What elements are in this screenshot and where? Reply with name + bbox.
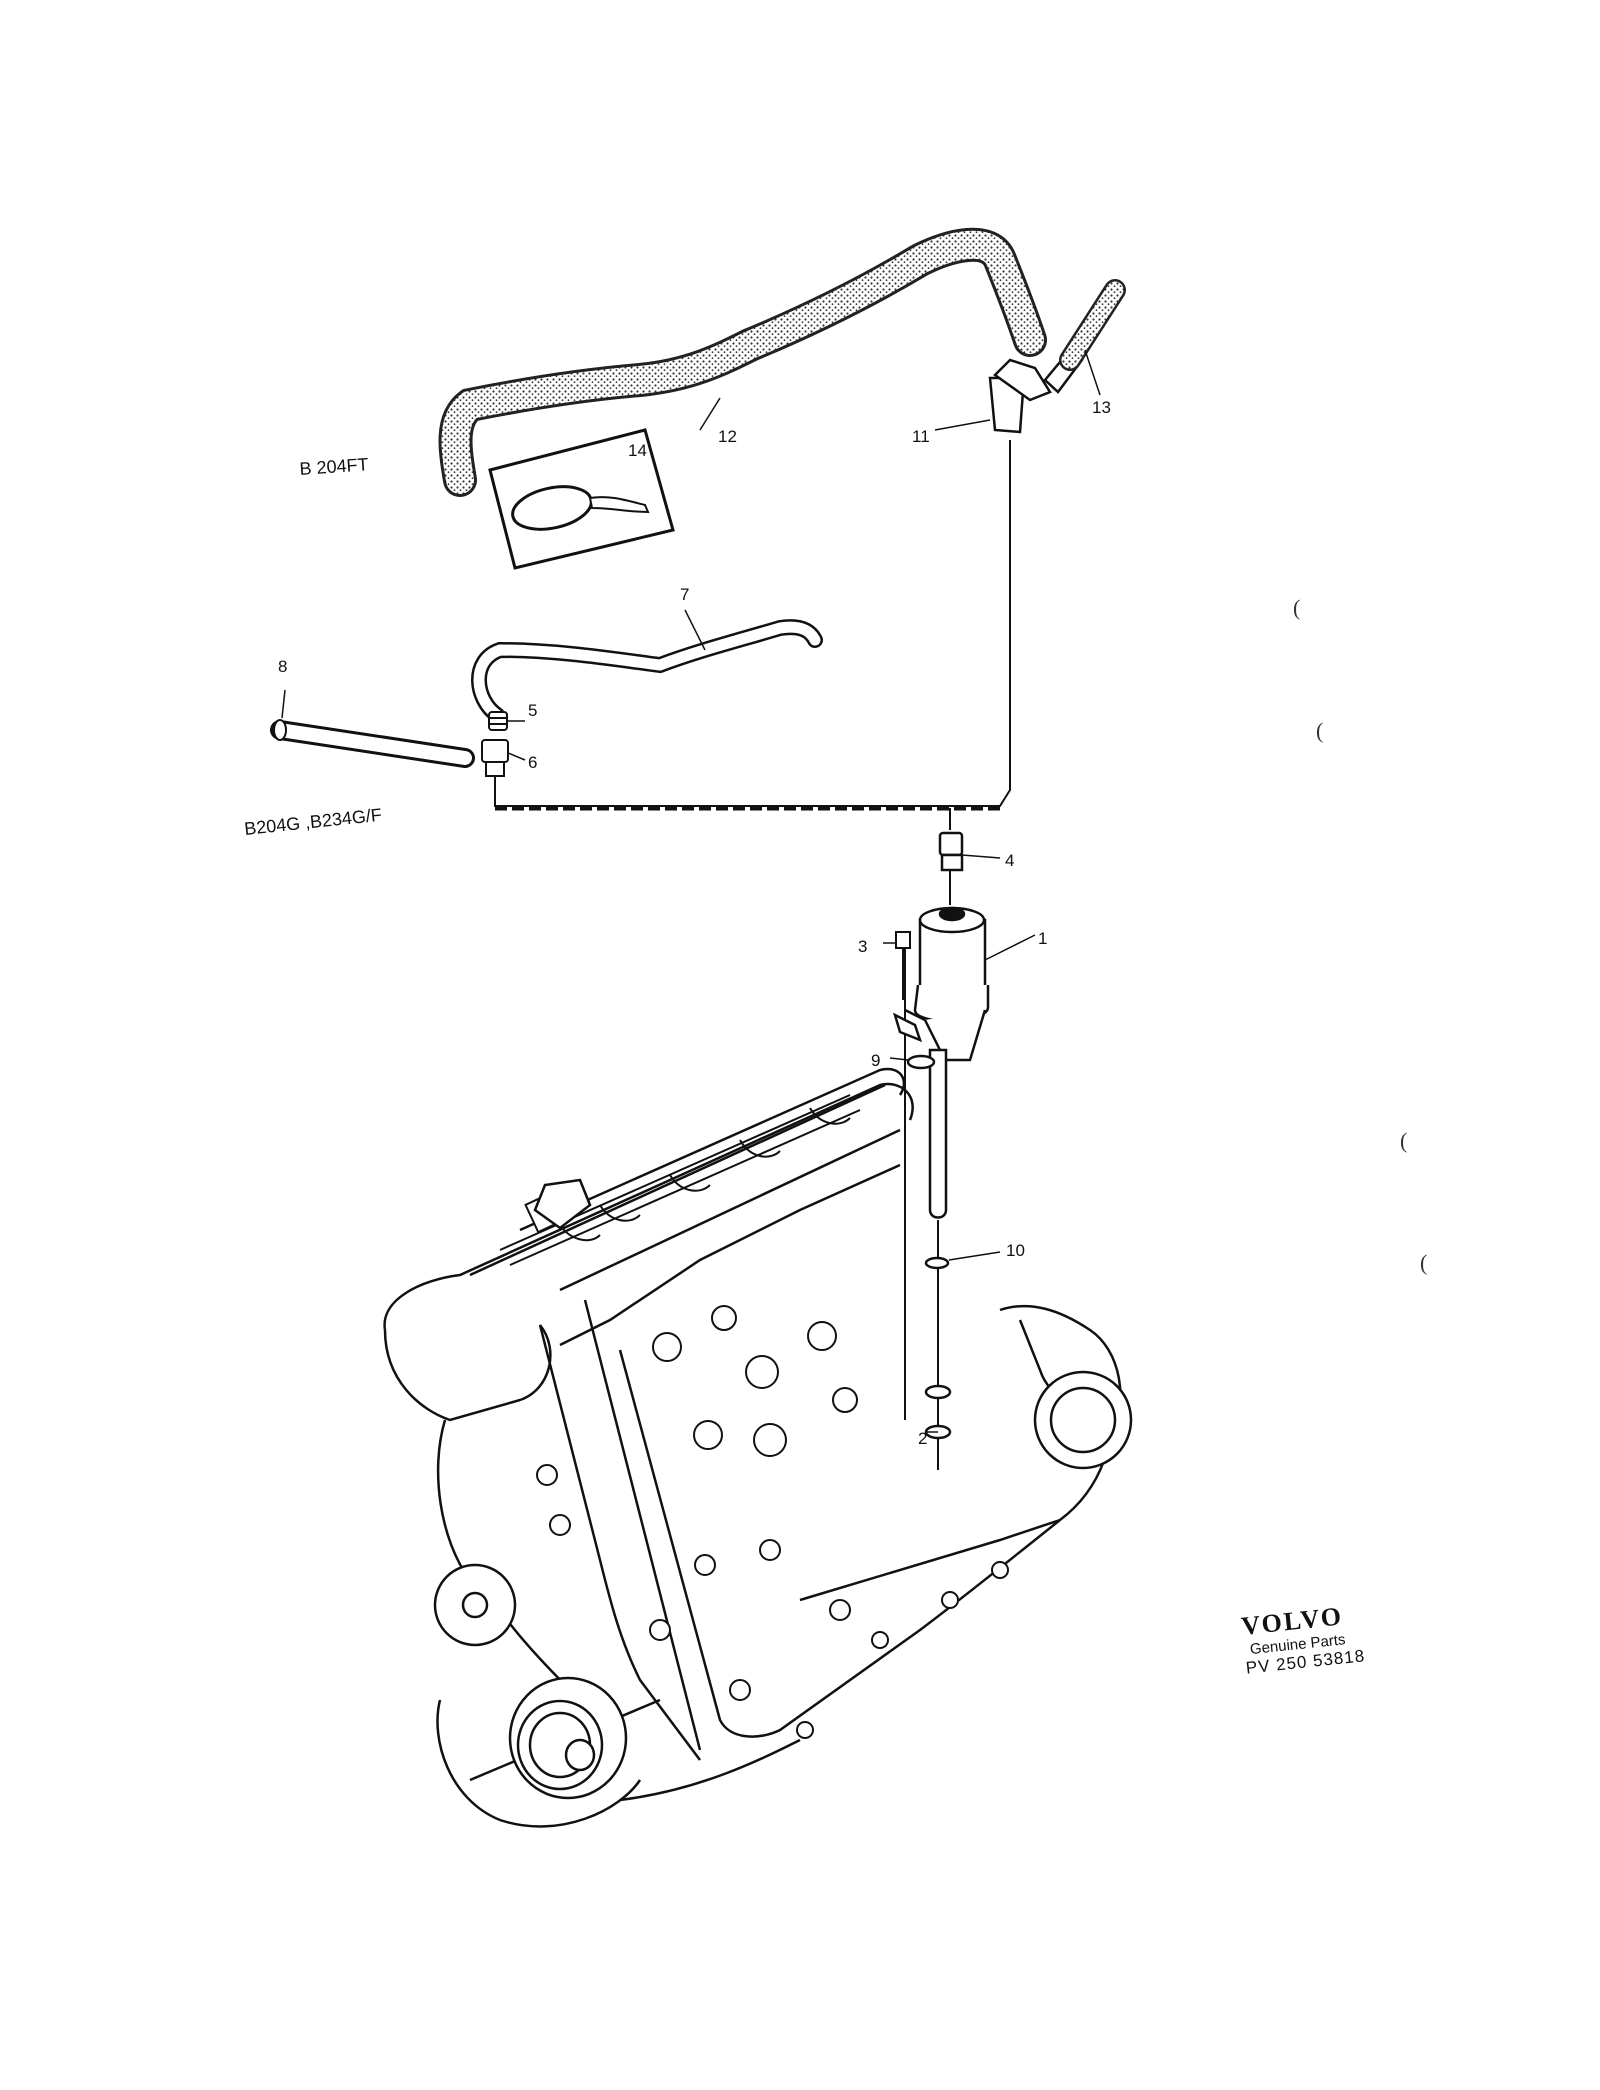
- callout-8: 8: [278, 657, 287, 676]
- hose-12: [438, 227, 1047, 497]
- callout-6: 6: [528, 753, 537, 772]
- nipple-5: [488, 711, 508, 731]
- hose-7: [471, 619, 823, 723]
- hose-13: [1059, 279, 1126, 371]
- callout-4: 4: [1005, 851, 1014, 870]
- margin-mark: (: [1316, 718, 1324, 743]
- callout-13: 13: [1092, 398, 1111, 417]
- callout-5: 5: [528, 701, 537, 720]
- callout-1: 1: [1038, 929, 1047, 948]
- engine-label-turbo: B 204FT: [299, 454, 369, 479]
- block-ports: [536, 1305, 1009, 1739]
- volvo-brand: VOLVO Genuine Parts PV 250 53818: [1240, 1599, 1366, 1678]
- margin-mark: (: [1420, 1250, 1428, 1275]
- connector-4: [938, 831, 964, 872]
- callout-2: 2: [918, 1429, 927, 1448]
- bolt-3: [895, 931, 911, 1000]
- leader-lines: [281, 349, 1101, 1433]
- dipstick-tube: [928, 1048, 948, 1219]
- callout-11: 11: [912, 427, 930, 446]
- callout-3: 3: [858, 937, 867, 956]
- oil-filler-cap: [533, 1178, 592, 1230]
- callout-labels: 1 2 3 4 5 6 7 8 9 10 11 12 13 14: [278, 398, 1111, 1448]
- valve-6: [481, 739, 509, 777]
- callout-12: 12: [718, 427, 737, 446]
- oil-trap-1: [892, 906, 990, 1062]
- engine-label-non-turbo: B204G ,B234G/F: [243, 805, 382, 839]
- pulleys: [433, 1370, 1133, 1800]
- callout-7: 7: [680, 585, 689, 604]
- hose-8: [270, 719, 475, 768]
- margin-mark: (: [1400, 1128, 1408, 1153]
- clamp-14-inset: [488, 428, 675, 570]
- o-ring-9: [906, 1054, 936, 1070]
- o-ring-2a: [924, 1384, 952, 1400]
- callout-9: 9: [871, 1051, 880, 1070]
- callout-14: 14: [628, 441, 647, 460]
- callout-10: 10: [1006, 1241, 1025, 1260]
- o-ring-10: [924, 1256, 950, 1270]
- engine-block: [383, 1067, 1122, 1828]
- margin-mark: (: [1293, 595, 1301, 620]
